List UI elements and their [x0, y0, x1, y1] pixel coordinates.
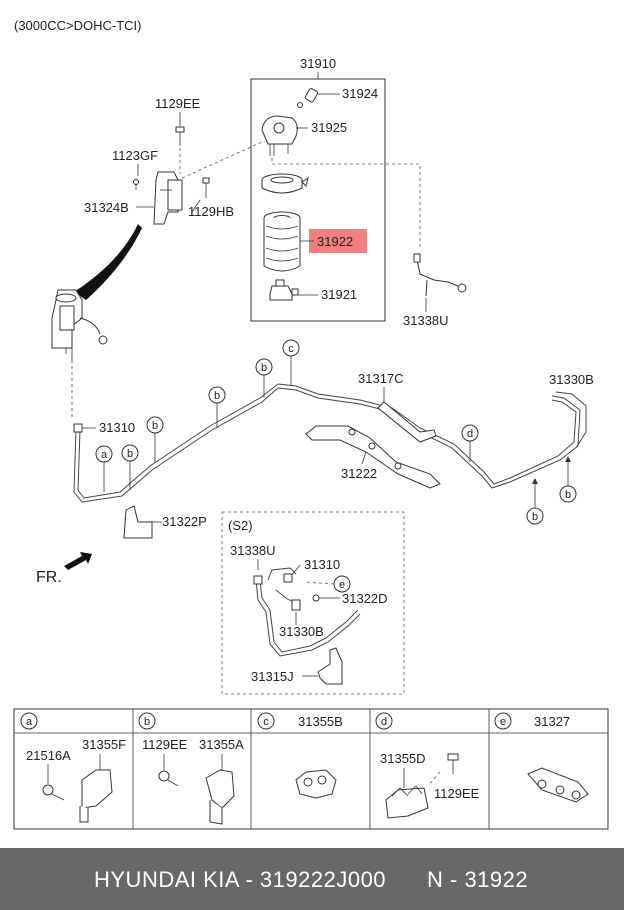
callout-d-1: d: [461, 424, 479, 462]
front-label: FR.: [36, 569, 62, 586]
callout-a-1: a: [95, 445, 113, 492]
engine-spec: (3000CC>DOHC-TCI): [14, 18, 142, 33]
callout-b-5: b: [526, 478, 544, 525]
highlighted-part-box: [309, 229, 367, 253]
label-1129hb: 1129HB: [188, 204, 234, 219]
svg-text:c: c: [263, 716, 269, 728]
svg-text:e: e: [500, 716, 506, 728]
pointer-arrow: [74, 224, 142, 300]
legend-b-part-2: 31355A: [199, 737, 244, 752]
svg-text:a: a: [101, 449, 108, 461]
legend-d-drawing: [385, 753, 459, 819]
detail-label-31338u: 31338U: [230, 543, 276, 558]
front-arrow: [64, 552, 92, 570]
label-1129ee-top: 1129EE: [155, 96, 201, 111]
legend-a-drawing: [42, 754, 113, 823]
water-sensor-part: [269, 279, 299, 301]
label-31310: 31310: [99, 420, 135, 435]
callout-e-detail: e: [303, 575, 351, 593]
filter-assembly-box: [250, 78, 386, 322]
detail-label-31315j: 31315J: [251, 669, 294, 684]
detail-title: (S2): [228, 518, 253, 533]
callout-b-4: b: [255, 358, 273, 398]
filter-cartridge-part: [263, 211, 301, 272]
hose-31338u-part: [413, 253, 467, 297]
legend-header-b: b: [138, 712, 156, 730]
filter-head-part: [261, 115, 298, 156]
legend-a-part-2: 31355F: [82, 737, 126, 752]
svg-text:b: b: [144, 716, 150, 728]
legend-header-c: c: [257, 712, 275, 730]
legend-b-drawing: [158, 754, 235, 825]
callout-b-1: b: [121, 444, 139, 490]
bolt-top-part: [175, 126, 185, 146]
clamp-31317c-part: [377, 401, 437, 443]
legend-c-drawing: [295, 769, 337, 799]
svg-text:a: a: [26, 716, 33, 728]
bolt-side-part: [202, 177, 210, 198]
mount-bracket-part: [153, 171, 183, 225]
detail-label-31330b: 31330B: [279, 624, 324, 639]
label-1123gf: 1123GF: [112, 148, 158, 163]
detail-label-31310: 31310: [304, 557, 340, 572]
detail-tube-assembly: [253, 567, 361, 657]
callout-b-6: b: [559, 456, 577, 503]
cap-screw-part: [297, 88, 319, 108]
seal-ring-part: [261, 173, 309, 194]
svg-text:b: b: [532, 511, 538, 523]
svg-text:d: d: [467, 428, 473, 440]
protector-31222-part: [305, 425, 441, 489]
detail-label-31322d: 31322D: [342, 591, 388, 606]
label-31317c: 31317C: [358, 371, 404, 386]
label-31338u: 31338U: [403, 313, 449, 328]
legend-header-a: a: [20, 712, 38, 730]
legend-c-part: 31355B: [298, 714, 343, 729]
fuel-filter-diagram: (3000CC>DOHC-TCI) 31910 31924 31925 3192: [13, 18, 609, 830]
legend-header-e: e: [494, 712, 512, 730]
legend-d-part-1: 31355D: [380, 751, 426, 766]
svg-text:b: b: [152, 420, 158, 432]
footer-ref-number: N - 31922: [427, 867, 529, 892]
installed-filter-assembly: [51, 289, 108, 360]
callout-b-2: b: [146, 416, 164, 462]
svg-text:d: d: [381, 716, 387, 728]
legend-table: [13, 708, 609, 830]
svg-text:e: e: [339, 579, 345, 591]
detail-bracket-31315j: [317, 647, 343, 685]
callout-c-1: c: [282, 339, 300, 386]
screw-part: [133, 179, 139, 190]
svg-text:b: b: [565, 489, 571, 501]
footer-bar: HYUNDAI KIA - 319222J000 N - 31922: [0, 848, 624, 910]
bracket-31322p-part: [123, 505, 153, 539]
callout-b-3: b: [208, 386, 226, 428]
legend-d-part-2: 1129EE: [434, 786, 480, 801]
label-31330b: 31330B: [549, 372, 594, 387]
legend-a-part-1: 21516A: [26, 748, 71, 763]
svg-text:b: b: [261, 362, 267, 374]
svg-text:b: b: [127, 448, 133, 460]
detail-s2-box: [221, 511, 405, 695]
svg-text:c: c: [288, 343, 294, 355]
label-31921: 31921: [321, 287, 357, 302]
label-31222: 31222: [341, 466, 377, 481]
legend-e-part: 31327: [534, 714, 570, 729]
label-31324b: 31324B: [84, 200, 129, 215]
label-31922: 31922: [317, 234, 353, 249]
footer-part-number: HYUNDAI KIA - 319222J000: [94, 867, 387, 892]
label-31322p: 31322P: [162, 514, 207, 529]
svg-text:b: b: [214, 390, 220, 402]
legend-e-drawing: [527, 767, 589, 803]
label-31924: 31924: [342, 86, 378, 101]
legend-header-d: d: [375, 712, 393, 730]
label-31910: 31910: [300, 56, 336, 71]
main-fuel-line: [73, 383, 587, 503]
label-31925: 31925: [311, 120, 347, 135]
legend-b-part-1: 1129EE: [142, 737, 188, 752]
